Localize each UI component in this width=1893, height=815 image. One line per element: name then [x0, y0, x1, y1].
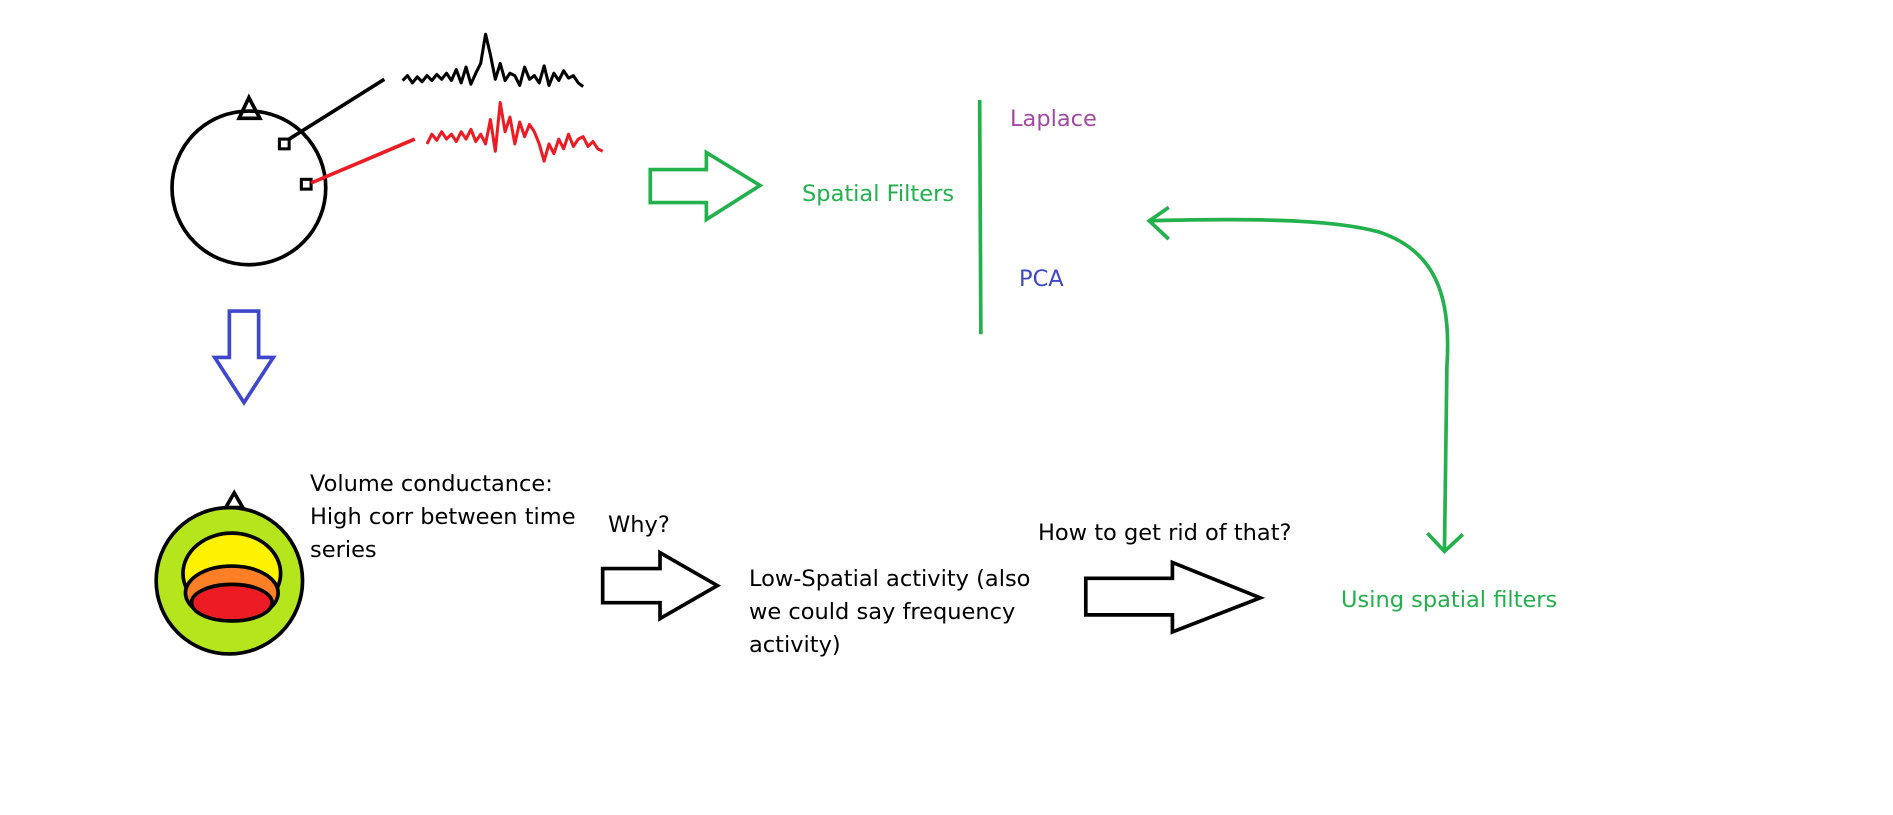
pca-label: PCA — [1019, 266, 1064, 292]
low-spatial-activity-label: Low-Spatial activity (also we could say … — [749, 566, 1031, 658]
divider-line — [977, 100, 983, 335]
hollow-right-arrow — [648, 149, 764, 223]
eeg-trace-red — [425, 100, 604, 163]
why-label: Why? — [608, 512, 670, 538]
spatial-filters-label: Spatial Filters — [802, 181, 955, 207]
using-spatial-filters-label: Using spatial filters — [1341, 587, 1558, 613]
how-to-get-rid-label: How to get rid of that? — [1038, 520, 1292, 546]
hollow-right-arrow — [1083, 559, 1266, 635]
curved-double-arrow — [1146, 205, 1465, 555]
laplace-label: Laplace — [1010, 106, 1097, 132]
heatmap-head-icon — [154, 489, 305, 656]
eeg-trace-black — [401, 32, 585, 88]
eeg-head-icon — [170, 77, 416, 267]
hollow-right-arrow — [600, 549, 722, 622]
hollow-down-arrow — [211, 309, 277, 406]
volume-conductance-label: Volume conductance: High corr between ti… — [310, 471, 576, 563]
